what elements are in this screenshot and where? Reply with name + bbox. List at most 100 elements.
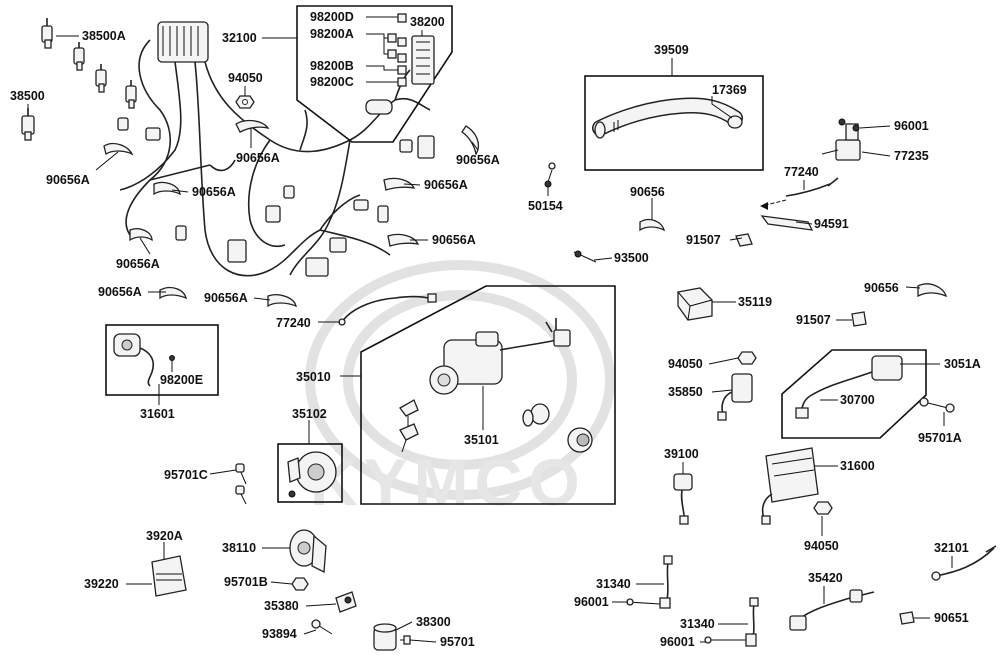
label-31340-a: 31340 [596,577,631,591]
leader-lines [27,16,953,643]
label-91507-top: 91507 [686,233,721,247]
label-90656A-3: 90656A [192,185,236,199]
fuse-group [387,13,435,87]
label-31601: 31601 [140,407,175,421]
callout-box-39509 [584,75,764,171]
label-35101: 35101 [464,433,499,447]
label-39100: 39100 [664,447,699,461]
sensor-31340-a [626,555,673,609]
cdi-31600 [761,447,819,525]
clamp-90656-b [917,283,947,298]
label-98200E: 98200E [160,373,203,387]
label-93500: 93500 [614,251,649,265]
buzzer-38300 [373,623,411,651]
connector-38500A-group [41,18,137,109]
label-35010: 35010 [296,370,331,384]
label-35380: 35380 [264,599,299,613]
label-38200: 38200 [410,15,445,29]
watermark-text: KYMCO [310,445,586,519]
label-3051A: 3051A [944,357,981,371]
label-94050-mid: 94050 [668,357,703,371]
key-switch-31601 [113,333,175,387]
label-31600: 31600 [840,459,875,473]
plate-94591 [760,215,814,231]
label-95701A: 95701A [918,431,962,445]
ignition-switch-assembly [399,318,593,453]
clamps-90656A [103,119,480,308]
connector-38500 [21,108,35,141]
label-94591: 94591 [814,217,849,231]
label-39509: 39509 [654,43,689,57]
label-17369: 17369 [712,83,747,97]
label-90656A-8: 90656A [98,285,142,299]
relay-35380 [335,591,357,613]
callout-box-35102 [277,443,343,503]
label-35420: 35420 [808,571,843,585]
bolt-50154 [544,162,556,188]
label-90656A-4: 90656A [456,153,500,167]
callout-box-35010 [360,285,616,505]
nut-95701B [291,577,309,591]
label-35102: 35102 [292,407,327,421]
label-90656A-2: 90656A [46,173,90,187]
screw-93894 [311,619,333,635]
label-98200C: 98200C [310,75,354,89]
screw-93500 [573,250,597,263]
label-93894: 93894 [262,627,297,641]
label-90656-top: 90656 [630,185,665,199]
label-38500: 38500 [10,89,45,103]
label-95701B: 95701B [224,575,268,589]
callout-box-31601 [105,324,219,396]
cable-32101 [931,545,997,581]
label-77235: 77235 [894,149,929,163]
kymco-watermark: KYMCO [305,260,615,519]
label-90656A-9: 90656A [204,291,248,305]
sensor-31340-b [704,597,759,647]
label-90656A-1: 90656A [236,151,280,165]
ecu-3920A [151,555,187,597]
harness-35420 [789,589,875,631]
nut-94050-top [235,95,255,109]
label-95701C: 95701C [164,468,208,482]
nut-94050-mid [737,351,757,365]
bracket-77235 [821,118,861,161]
label-77240-top: 77240 [784,165,819,179]
label-32101: 32101 [934,541,969,555]
label-35119: 35119 [738,295,772,309]
label-96001-mid: 96001 [574,595,609,609]
label-90656A-5: 90656A [424,178,468,192]
hose-39509 [592,97,743,139]
harness-callout-box [296,5,453,143]
clip-90651 [899,611,915,625]
label-38500A: 38500A [82,29,126,43]
callout-box-3051A [781,349,927,439]
regulator-35850 [717,373,753,421]
label-95701: 95701 [440,635,475,649]
cap-35119 [677,287,713,321]
label-94050-top: 94050 [228,71,263,85]
label-90656A-6: 90656A [116,257,160,271]
label-98200B: 98200B [310,59,354,73]
label-90656A-7: 90656A [432,233,476,247]
label-90656-mid: 90656 [864,281,899,295]
label-38300: 38300 [416,615,451,629]
label-77240-lower: 77240 [276,316,311,330]
label-94050-low: 94050 [804,539,839,553]
clip-91507-b [851,311,867,327]
label-31340-b: 31340 [680,617,715,631]
label-50154: 50154 [528,199,563,213]
bolts-95701C [235,463,247,505]
label-96001-low: 96001 [660,635,695,649]
clip-91507-a [735,233,753,247]
label-91507-mid: 91507 [796,313,831,327]
clamp-90656-a [639,218,665,232]
sensor-39100 [673,473,693,525]
label-39220: 39220 [84,577,119,591]
bolt-95701A [919,397,955,413]
label-32100: 32100 [222,31,257,45]
label-90651: 90651 [934,611,969,625]
main-wire-harness [117,21,435,277]
label-96001-top: 96001 [894,119,929,133]
nut-94050-low [813,501,833,515]
